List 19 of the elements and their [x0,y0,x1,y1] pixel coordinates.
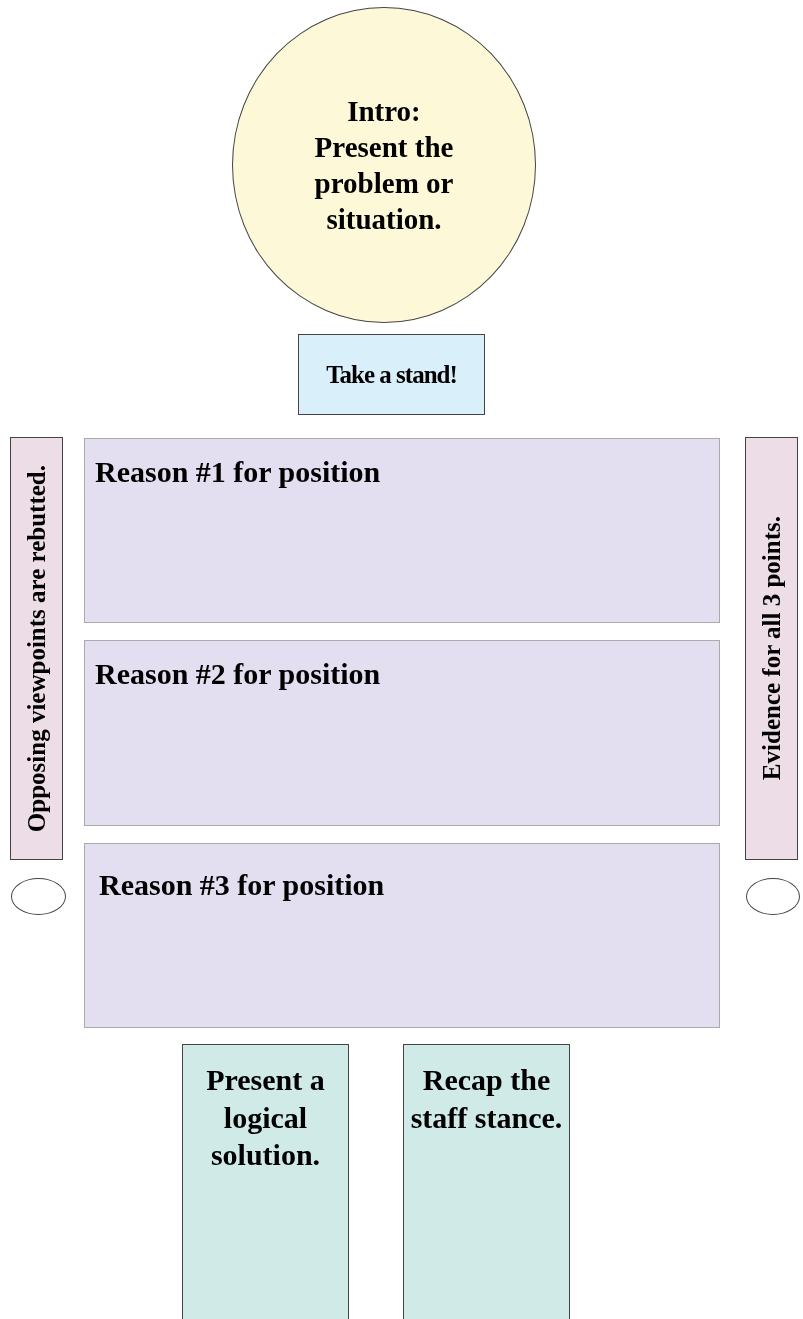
box-text: Recap the staff stance. [409,1062,564,1136]
box-text: Take a stand! [326,359,457,390]
box-text: Reason #3 for position [99,867,385,903]
tall-box [182,1044,349,1319]
box-text: Intro: Present the problem or situation. [313,93,455,238]
reason-box [84,843,720,1028]
tall-box [403,1044,570,1319]
vertical-band [745,437,798,860]
box-text: Opposing viewpoints are rebutted. [21,464,51,833]
reason-box [84,438,720,623]
box-text: Reason #2 for position [95,656,381,692]
empty-oval [746,878,800,915]
box-text: Evidence for all 3 points. [756,516,786,781]
vertical-band [10,437,63,860]
empty-oval [11,878,66,915]
box-text: Reason #1 for position [95,454,381,490]
box-text: Present a logical solution. [205,1062,326,1173]
label-box [298,334,485,415]
reason-box [84,640,720,826]
